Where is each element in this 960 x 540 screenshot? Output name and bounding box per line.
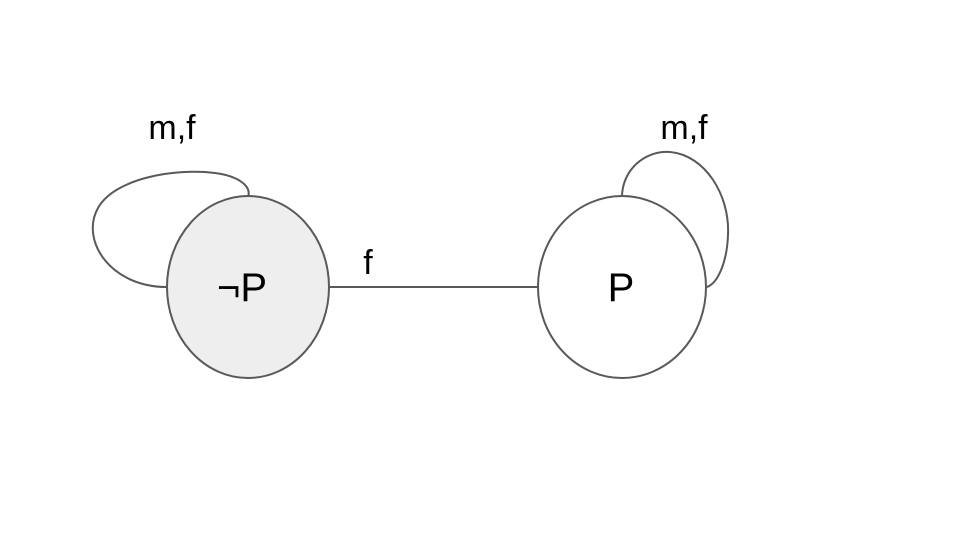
link-not-p-to-p-label: f [363,244,373,282]
self-loop-p-edge [621,150,730,288]
node-not-p [166,195,330,379]
self-loop-not-p-label: m,f [148,109,196,147]
self-loop-not-p-edge [91,170,250,288]
node-p-label: P [608,266,635,310]
node-not-p-label: ¬P [217,266,267,310]
node-p [537,195,707,379]
self-loop-p-label: m,f [660,109,708,147]
